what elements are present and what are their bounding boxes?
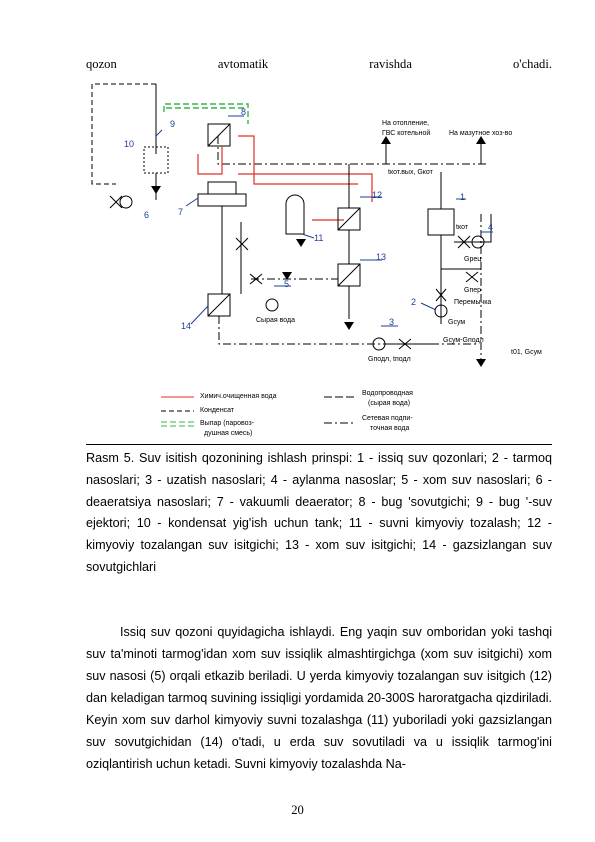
legend-net-makeup-line2: точная вода [370,425,409,432]
top-text-line: qozon avtomatik ravishda o'chadi. [86,57,552,71]
boiler-scheme-diagram: 9 8 10 6 7 11 12 13 14 1 4 2 3 5 На отоп… [91,83,542,437]
label-gpodl: Gподл, tподл [368,356,411,363]
label-gsum: Gсум [448,319,465,326]
diagram-number: 13 [376,252,386,262]
label-t01: t01, Gсум [511,349,542,356]
label-heating: На отопление, [382,120,429,127]
diagram-number: 1 [460,192,465,202]
label-grech: Gрец [464,256,481,263]
label-tkot-out: tкот.вых, Gкот [388,169,434,176]
label-raw-water: Сырая вода [256,317,295,324]
label-tkot: tкот [456,224,469,231]
caption-separator [86,444,552,445]
page-number: 20 [291,803,304,817]
diagram-number: 14 [181,321,191,331]
label-gsum-gpodl: Gсум-Gподл [443,337,484,344]
diagram-number: 3 [389,317,394,327]
label-gper: Gпер [464,287,481,294]
legend-vent-line1: Выпар (паровоз- [200,420,255,427]
body-paragraph: Issiq suv qozoni quyidagicha ishlaydi. E… [86,625,552,771]
legend-net-makeup-line1: Сетевая подпи- [362,415,413,422]
diagram-number: 12 [372,190,382,200]
label-mazut: На мазутное хоз-во [449,130,512,137]
legend-condensate: Конденсат [200,407,235,414]
diagram-number: 5 [284,279,289,289]
figure-caption: Rasm 5. Suv isitish qozonining ishlash p… [86,451,552,574]
legend-tap-water-line2: (сырая вода) [368,400,410,407]
label-gvs: ГВС котельной [382,129,430,137]
diagram-number: 9 [170,119,175,129]
legend-chem-water: Химич.очищенная вода [200,393,277,400]
legend-vent-line2: душная смесь) [204,430,252,437]
label-bridge: Перемычка [454,299,491,306]
body-paragraph-container: Issiq suv qozoni quyidagicha ishlaydi. E… [86,621,552,775]
diagram-number: 8 [241,107,246,117]
diagram-number: 10 [124,139,134,149]
diagram-number: 4 [488,222,493,232]
legend-tap-water-line1: Водопроводная [362,390,413,397]
diagram-number: 6 [144,210,149,220]
diagram-number: 11 [314,233,323,243]
diagram-number: 2 [411,297,416,307]
diagram-number: 7 [178,207,183,217]
